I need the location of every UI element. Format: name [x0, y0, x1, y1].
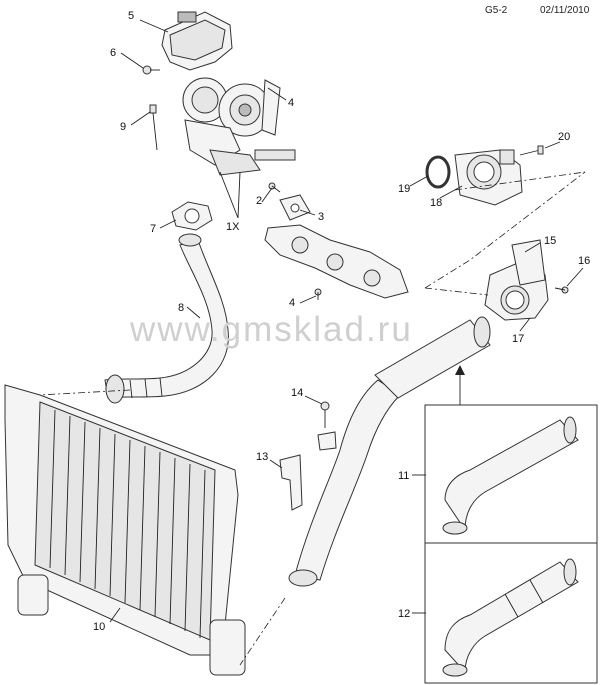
callout-6: 6 — [110, 47, 116, 59]
callout-2: 2 — [256, 195, 262, 207]
seal-ring — [425, 155, 451, 189]
callout-15: 15 — [544, 235, 556, 247]
bracket-13 — [279, 431, 337, 511]
bolt-4-lower — [314, 288, 322, 300]
callout-11: 11 — [398, 470, 409, 482]
callout-9: 9 — [120, 121, 126, 133]
watermark: www.gmsklad.ru — [130, 310, 413, 349]
inset-hose-12 — [442, 558, 579, 677]
intercooler — [4, 384, 246, 676]
throttle-body — [454, 149, 523, 206]
callout-20: 20 — [558, 131, 570, 143]
exhaust-manifold — [264, 224, 409, 299]
callout-16: 16 — [578, 255, 590, 267]
callout-14: 14 — [291, 387, 303, 399]
air-inlet-housing — [484, 239, 549, 321]
diagram-code: G5-2 — [485, 5, 508, 16]
heat-shield — [161, 11, 233, 71]
callout-8: 7 — [150, 223, 156, 235]
bolt-16 — [554, 286, 569, 294]
gasket-3 — [279, 194, 311, 221]
bolt-6 — [142, 65, 160, 75]
callout-12: 12 — [398, 608, 410, 620]
inset-hose-11 — [442, 416, 579, 535]
callout-19: 19 — [398, 183, 410, 195]
diagram-date: 02/11/2010 — [540, 5, 590, 16]
turbocharger — [182, 77, 296, 176]
callout-7: 8 — [178, 302, 184, 314]
callout-3: 3 — [318, 211, 324, 223]
callout-13: 13 — [256, 451, 268, 463]
callout-18: 18 — [430, 197, 442, 209]
callout-10: 10 — [93, 621, 105, 633]
gasket-8 — [171, 201, 213, 231]
leader-lines — [109, 19, 584, 623]
bolt-20 — [519, 145, 544, 156]
callout-1x: 1X — [226, 221, 240, 233]
center-lines — [39, 171, 586, 666]
callout-17: 17 — [512, 333, 524, 345]
outlet-hose — [288, 316, 491, 587]
hose-7 — [104, 233, 229, 404]
bolt-14 — [320, 401, 330, 428]
callouts: 5 6 9 4 2 1X 3 7 4 8 10 13 14 15 16 17 1… — [93, 10, 590, 633]
callout-4-upper: 4 — [288, 97, 294, 109]
bolt-9 — [149, 104, 158, 151]
callout-4-lower: 4 — [289, 297, 295, 309]
bolt-2 — [268, 182, 281, 193]
callout-5: 5 — [128, 10, 134, 22]
